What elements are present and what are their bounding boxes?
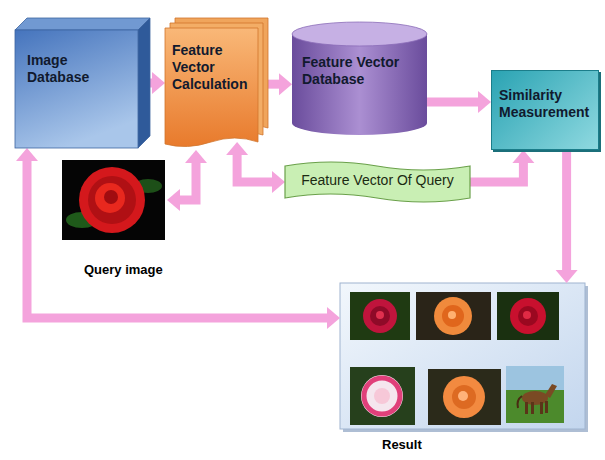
flow-arrow	[470, 150, 534, 182]
arrow-head	[478, 91, 491, 113]
result-photo	[428, 369, 501, 425]
arrow-head	[152, 72, 165, 94]
rose-heart	[448, 311, 456, 319]
arrow-head	[327, 307, 340, 329]
flow-arrow	[427, 91, 491, 113]
photo-grass	[506, 390, 564, 423]
photo-ground	[350, 367, 415, 425]
result-panel	[340, 283, 585, 429]
rose-heart	[376, 311, 384, 319]
photo-ground	[62, 160, 165, 240]
result-photo	[350, 292, 410, 340]
cube-front	[15, 30, 138, 148]
arrow-shaft	[470, 163, 523, 182]
node-text: Similarity Measurement	[499, 87, 595, 121]
arrow-head	[512, 150, 534, 163]
result-photo	[497, 292, 559, 340]
rose-petals	[443, 376, 485, 418]
arrow-head	[556, 270, 578, 283]
horse-neck	[545, 384, 557, 398]
cube-top	[15, 18, 150, 30]
arrow-head	[167, 189, 180, 211]
arrow-shaft	[562, 150, 571, 270]
horse-leg	[540, 402, 543, 414]
node-text: Image Database	[27, 52, 107, 86]
flow-arrow	[556, 150, 578, 283]
flow-arrow	[150, 72, 165, 94]
process-pages: Feature Vector Calculation	[165, 18, 268, 148]
query-rose-photo	[62, 160, 165, 240]
query-banner: Feature Vector Of Query	[285, 158, 470, 206]
process-box: Similarity Measurement	[491, 70, 599, 150]
arrow-shaft	[268, 80, 279, 89]
arrow-shaft	[427, 98, 478, 107]
rose-petals	[95, 183, 125, 213]
arrow-head	[16, 148, 38, 161]
rose-petals	[434, 297, 472, 335]
query-arrow	[167, 150, 207, 211]
arrow-head	[185, 150, 207, 163]
rose-petals	[442, 305, 464, 327]
banner-outline	[285, 162, 470, 202]
arrow-shaft	[180, 162, 196, 200]
rose-petal-edge	[364, 378, 400, 414]
rose-petals	[452, 385, 476, 409]
node-text: Feature Vector Of Query	[285, 172, 470, 189]
node-text: Feature Vector Database	[302, 54, 420, 88]
node-text: Result	[382, 436, 422, 453]
photo-sky	[506, 366, 564, 423]
horse-leg	[525, 402, 528, 414]
cylinder-top	[292, 22, 427, 46]
horse-leg	[545, 401, 548, 413]
flow-arrow	[226, 142, 285, 193]
rose-petals	[370, 306, 390, 326]
page-front	[165, 28, 258, 147]
horse-leg	[531, 402, 534, 414]
rose-petals	[79, 167, 145, 233]
rose-petals	[361, 375, 403, 417]
horse-tail	[518, 396, 523, 408]
result-photo	[350, 367, 415, 425]
photo-ground	[416, 292, 491, 340]
node-text: Feature Vector Calculation	[172, 42, 258, 93]
rose-petals	[363, 299, 397, 333]
rose-heart	[458, 391, 468, 401]
result-panel: Result	[340, 283, 585, 429]
cube-side	[138, 18, 150, 148]
flow-arrow	[268, 73, 292, 95]
cylinder-bottom	[292, 111, 427, 135]
result-photo	[506, 366, 564, 423]
rose-petals	[518, 306, 538, 326]
result-photo	[416, 292, 491, 340]
rose-petals	[510, 298, 546, 334]
cylinder-body	[292, 34, 427, 123]
image-caption: Query image	[84, 262, 163, 277]
arrow-head	[272, 171, 285, 193]
database-cube: Image Database	[15, 18, 150, 148]
arrow-head	[279, 73, 292, 95]
photo-ground	[350, 292, 410, 340]
photo-ground	[428, 369, 501, 425]
database-cylinder: Feature Vector Database	[292, 22, 427, 135]
arrow-shaft	[237, 155, 272, 182]
arrow-head	[226, 142, 248, 155]
arrow-shaft	[27, 161, 327, 318]
rose-petals	[88, 176, 136, 224]
rose-heart	[104, 190, 118, 204]
rose-heart	[374, 388, 390, 404]
photo-ground	[497, 292, 559, 340]
rose-heart	[523, 311, 531, 319]
